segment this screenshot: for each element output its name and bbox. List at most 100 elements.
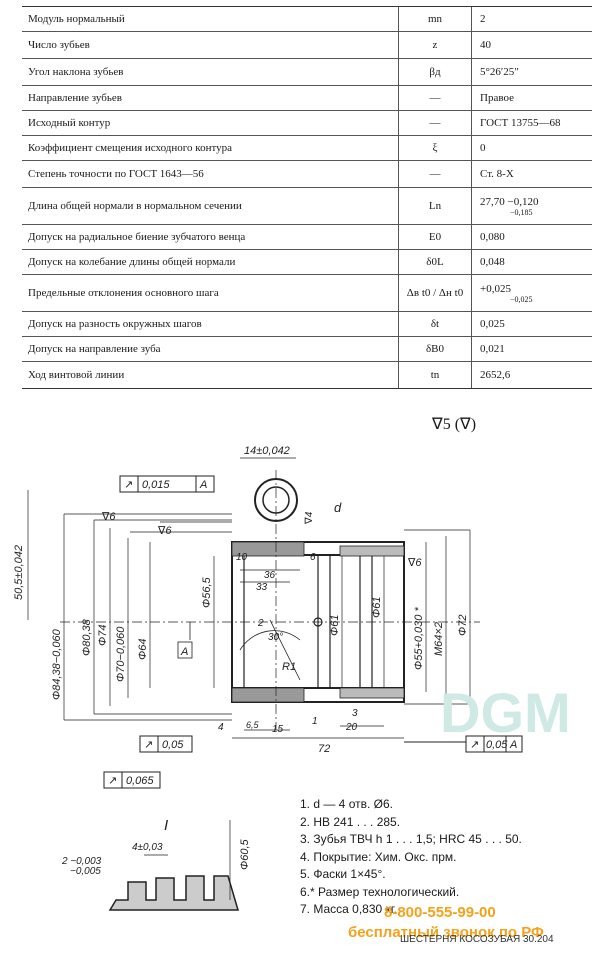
param-symbol: mn: [399, 7, 472, 31]
param-value: 2652,6: [480, 369, 511, 381]
tolerance-frame-1: [119, 475, 215, 493]
watermark-phone: 8-800-555-99-00: [384, 904, 496, 921]
note-item: 7. Масса 0,830 кг.: [300, 902, 398, 916]
param-name: Направление зубьев: [22, 86, 399, 110]
detail-label: I: [164, 817, 168, 834]
drawing-title: ШЕСТЕРНЯ КОСОЗУБАЯ 30.204: [400, 934, 554, 945]
param-name: Степень точности по ГОСТ 1643—56: [22, 161, 399, 187]
param-symbol: βд: [399, 59, 472, 85]
watermark-logo: DGM: [440, 681, 571, 744]
param-value-cell: 0,048: [472, 250, 592, 274]
dim-50-5: 50,5±0,042: [13, 545, 25, 600]
dim-r1: R1: [282, 661, 296, 673]
param-value-lower: −0,185: [510, 207, 533, 217]
tol2-value: 0,05: [162, 739, 184, 751]
dim-d55: Φ55+0,030 *: [413, 607, 425, 670]
tol4-symbol: ↗: [470, 739, 479, 751]
param-symbol: z: [399, 32, 472, 58]
param-value-cell: 0,025: [472, 312, 592, 336]
dim-6: 6: [310, 552, 316, 563]
param-value: 5°26′25″: [480, 66, 519, 78]
param-symbol: ξ: [399, 136, 472, 160]
tol2-symbol: ↗: [144, 739, 153, 751]
param-value: 0,048: [480, 256, 505, 268]
param-value-cell: 27,70 −0,120−0,185: [472, 188, 592, 224]
dim-d61-a: Φ61: [329, 615, 341, 636]
dim-20: 20: [345, 722, 358, 733]
param-name: Исходный контур: [22, 111, 399, 135]
roughness-6-c: ∇6: [407, 557, 422, 569]
param-name: Допуск на колебание длины общей нормали: [22, 250, 399, 274]
detail-tol: 2 −0,003: [61, 856, 102, 867]
detail-tooth-profile: [108, 820, 240, 911]
table-row: Исходный контур—ГОСТ 13755—68: [22, 111, 592, 136]
param-value: Правое: [480, 92, 514, 104]
param-value: 0,080: [480, 231, 505, 243]
param-symbol: —: [399, 86, 472, 110]
roughness-4: ∇4: [304, 511, 315, 525]
detail-tol2: −0,005: [70, 866, 101, 877]
roughness-6-b: ∇6: [157, 525, 172, 537]
param-value: 0,025: [480, 318, 505, 330]
param-symbol: —: [399, 111, 472, 135]
param-value: Ст. 8-Х: [480, 168, 514, 180]
dim-1: 1: [312, 716, 318, 727]
chamfer-arc: [177, 619, 301, 681]
param-value: 2: [480, 13, 486, 25]
dim-2: 2: [257, 618, 264, 629]
param-symbol: Δв t0 / Δн t0: [399, 275, 472, 311]
dim-36: 36: [264, 570, 276, 581]
param-value-cell: 0: [472, 136, 592, 160]
datum-a: A: [180, 646, 188, 658]
param-value-cell: 0,021: [472, 337, 592, 361]
hatch-top: [231, 541, 405, 703]
note-item: 3. Зубья ТВЧ h 1 . . . 1,5; HRC 45 . . .…: [300, 832, 522, 846]
param-name: Ход винтовой линии: [22, 362, 399, 388]
param-symbol: δt: [399, 312, 472, 336]
dim-3: 3: [352, 708, 358, 719]
param-symbol: δB0: [399, 337, 472, 361]
dim-14: 14±0,042: [244, 445, 290, 457]
dim-m64: M64×2: [433, 622, 445, 656]
param-name: Коэффициент смещения исходного контура: [22, 136, 399, 160]
param-value-cell: 40: [472, 32, 592, 58]
general-roughness-mark: ∇5 (∇): [432, 416, 477, 433]
note-item: 2. HB 241 . . . 285.: [300, 814, 401, 829]
tolerance-frame-2: [139, 735, 193, 753]
tol4-value: 0,05: [486, 739, 508, 751]
table-row: Степень точности по ГОСТ 1643—56— Ст. 8-Х: [22, 161, 592, 188]
note-item: 6.* Размер технологический.: [300, 884, 460, 899]
param-value-cell: ГОСТ 13755—68: [472, 111, 592, 135]
param-name: Длина общей нормали в нормальном сечении: [22, 188, 399, 224]
tol4-base: A: [509, 739, 517, 751]
detail-dim-4: 4±0,03: [132, 842, 163, 853]
param-name: Предельные отклонения основного шага: [22, 275, 399, 311]
dim-d74: Φ74: [97, 625, 109, 646]
tolerance-frame-3: [103, 771, 161, 789]
param-value-cell: 0,080: [472, 225, 592, 249]
param-symbol: δ0L: [399, 250, 472, 274]
table-row: Допуск на радиальное биение зубчатого ве…: [22, 225, 592, 250]
tol1-base: A: [199, 479, 207, 491]
param-value-cell: 2: [472, 7, 592, 31]
param-name: Угол наклона зубьев: [22, 59, 399, 85]
dim-4: 4: [218, 722, 224, 733]
param-name: Допуск на разность окружных шагов: [22, 312, 399, 336]
param-value-cell: Ст. 8-Х: [472, 161, 592, 187]
param-value-cell: 2652,6: [472, 362, 592, 388]
param-value-cell: +0,025−0,025: [472, 275, 592, 311]
param-symbol: —: [399, 161, 472, 187]
dim-33: 33: [256, 582, 268, 593]
param-symbol: E0: [399, 225, 472, 249]
centre-lines: [60, 470, 480, 730]
bore-lines: [243, 556, 373, 688]
watermark-site: бесплатный звонок по РФ: [348, 924, 544, 941]
